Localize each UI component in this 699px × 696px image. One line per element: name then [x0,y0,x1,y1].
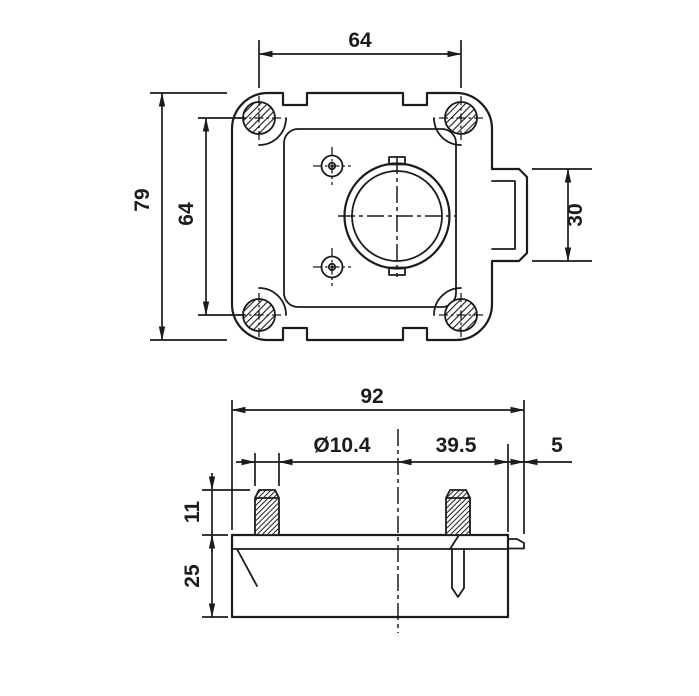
slot-bottom [451,587,465,598]
dim-clip-height: 30 [532,168,592,262]
dim-stud-diameter-label: Ø10.4 [313,434,371,457]
dim-tab-protrusion: 5 [494,434,572,532]
top-view: 64 79 64 30 [131,29,592,342]
corner-pad-arc-bottom-left [258,287,287,316]
dim-clip-height-label: 30 [564,203,587,226]
dim-overall-width-label: 92 [360,385,383,408]
dim-stud-diameter: Ø10.4 [236,434,398,486]
dim-center-to-edge: 39.5 [397,434,525,466]
dim-stud-height-label: 11 [181,501,204,524]
dim-stud-height: 11 [181,473,250,552]
dim-width-centers-label: 64 [348,29,372,52]
dim-body-height-label: 25 [181,564,204,588]
plate-outline [230,91,529,342]
screw-hole-lower [313,248,351,286]
central-bore [338,156,456,277]
left-stud-thread [254,489,280,536]
corner-pad-arc-bottom-right [433,287,462,316]
corner-pad-arc-top-left [258,117,287,146]
side-view: 92 Ø10.4 39.5 5 [181,385,572,633]
slot-top-diagonal [449,534,460,550]
right-stud [445,489,471,536]
corner-hole-bottom-right [439,293,483,337]
left-rib-diagonal [236,548,258,587]
dim-tab-protrusion-label: 5 [551,434,563,457]
dim-center-to-edge-label: 39.5 [436,434,477,457]
dim-overall-height-label: 79 [131,188,154,211]
dim-overall-height: 79 [131,92,227,341]
left-stud [254,489,280,536]
dim-body-height: 25 [181,535,228,618]
corner-pad-arc-top-right [433,117,462,146]
inner-platform [283,128,457,308]
right-stud-thread [445,489,471,536]
dim-height-centers: 64 [175,117,245,316]
dim-height-centers-label: 64 [175,202,198,226]
side-tab [507,538,525,550]
corner-hole-top-left [237,96,281,140]
body-outline [230,533,510,619]
screw-hole-upper [313,147,351,185]
right-slot [449,534,465,598]
corner-hole-top-right [439,96,483,140]
dim-overall-width: 92 [231,385,525,534]
clip-tab-inner [491,180,516,250]
dim-width-centers: 64 [258,29,462,88]
